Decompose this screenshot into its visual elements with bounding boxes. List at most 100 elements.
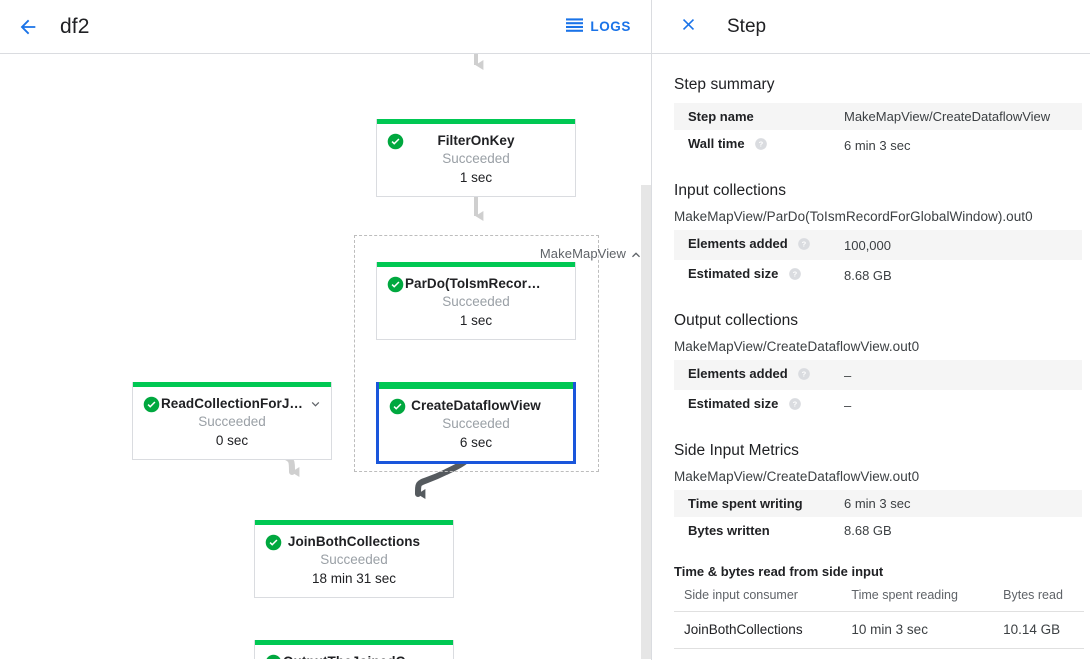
row-value: 8.68 GB bbox=[844, 267, 892, 283]
input-collections-table: Elements added ? 100,000 Estimated size … bbox=[674, 230, 1082, 290]
node-title: ReadCollectionForJoin bbox=[161, 396, 310, 411]
column-header-time-spent-reading[interactable]: Time spent reading bbox=[841, 581, 994, 612]
side-input-collection-name: MakeMapView/CreateDataflowView.out0 bbox=[674, 469, 920, 484]
node-status: Succeeded bbox=[442, 151, 510, 166]
svg-text:?: ? bbox=[802, 370, 807, 379]
row-key: Time spent writing bbox=[688, 496, 803, 511]
canvas-vertical-scrollbar[interactable] bbox=[641, 185, 651, 659]
section-heading-side-input-metrics: Side Input Metrics bbox=[674, 442, 799, 459]
back-button[interactable] bbox=[10, 9, 46, 45]
row-value: MakeMapView/CreateDataflowView bbox=[844, 109, 1051, 124]
side-input-consumer-table: Side input consumer Time spent reading B… bbox=[674, 581, 1084, 649]
node-title: ParDo(ToIsmRecordFor… bbox=[405, 276, 565, 291]
group-make-map-view[interactable] bbox=[354, 235, 599, 472]
row-value: 6 min 3 sec bbox=[844, 496, 911, 511]
graph-node-read-collection-for-join[interactable]: ReadCollectionForJoin Succeeded 0 sec bbox=[132, 382, 332, 460]
output-collections-table: Elements added ? – Estimated size ? – bbox=[674, 360, 1082, 420]
check-circle-icon bbox=[265, 654, 282, 659]
help-icon[interactable]: ? bbox=[797, 237, 811, 254]
graph-node-create-dataflow-view[interactable]: CreateDataflowView Succeeded 6 sec bbox=[376, 382, 576, 464]
node-status-stripe bbox=[255, 640, 453, 645]
table-body: JoinBothCollections 10 min 3 sec 10.14 G… bbox=[674, 611, 1084, 649]
job-graph-canvas[interactable]: MakeMapView FilterOnKey Succeeded 1 sec bbox=[0, 54, 651, 659]
graph-node-join-both-collections[interactable]: JoinBothCollections Succeeded 18 min 31 … bbox=[254, 520, 454, 598]
node-duration: 6 sec bbox=[459, 435, 493, 450]
help-icon[interactable]: ? bbox=[754, 137, 768, 154]
help-icon[interactable]: ? bbox=[788, 397, 802, 414]
logs-button-label: LOGS bbox=[590, 19, 631, 34]
node-body: CreateDataflowView Succeeded 6 sec bbox=[379, 389, 573, 461]
node-body: OutputTheJoinedCollec… Succeeded 18 sec bbox=[255, 645, 453, 659]
node-duration: 0 sec bbox=[215, 433, 249, 448]
row-key-label: Estimated size bbox=[688, 396, 779, 411]
node-status: Succeeded bbox=[442, 294, 510, 309]
section-heading-step-summary: Step summary bbox=[674, 76, 775, 93]
node-status-stripe bbox=[377, 262, 575, 267]
row-value: 6 min 3 sec bbox=[844, 137, 911, 153]
row-key-label: Elements added bbox=[688, 366, 788, 381]
row-key: Estimated size ? bbox=[674, 260, 844, 290]
svg-text:?: ? bbox=[793, 270, 798, 279]
row-key: Wall time ? bbox=[674, 130, 844, 160]
row-value: 8.68 GB bbox=[844, 523, 892, 538]
side-input-metrics-table: Time spent writing 6 min 3 sec Bytes wri… bbox=[674, 490, 1082, 544]
svg-text:?: ? bbox=[793, 400, 798, 409]
table-row: Step name MakeMapView/CreateDataflowView bbox=[674, 103, 1082, 130]
node-body: FilterOnKey Succeeded 1 sec bbox=[377, 124, 575, 196]
top-bar: df2 LOGS bbox=[0, 0, 651, 54]
job-graph-pane: df2 LOGS bbox=[0, 0, 652, 660]
node-body: ReadCollectionForJoin Succeeded 0 sec bbox=[133, 387, 331, 459]
cell-consumer-name: JoinBothCollections bbox=[674, 611, 842, 649]
node-body: ParDo(ToIsmRecordFor… Succeeded 1 sec bbox=[377, 267, 575, 339]
table-row: Time spent writing 6 min 3 sec bbox=[674, 490, 1082, 517]
table-row: JoinBothCollections 10 min 3 sec 10.14 G… bbox=[674, 611, 1084, 649]
cell-time-spent-reading: 10 min 3 sec bbox=[841, 611, 994, 649]
chevron-up-icon[interactable] bbox=[628, 247, 644, 268]
row-value: 100,000 bbox=[844, 237, 891, 253]
node-title: OutputTheJoinedCollec… bbox=[265, 653, 443, 659]
node-status: Succeeded bbox=[442, 416, 510, 431]
logs-button[interactable]: LOGS bbox=[560, 12, 637, 41]
step-details-panel: Step Step summary Step name MakeMapView/… bbox=[652, 0, 1090, 660]
column-header-side-input-consumer[interactable]: Side input consumer bbox=[674, 581, 842, 612]
node-status-stripe bbox=[255, 520, 453, 525]
check-circle-icon bbox=[143, 396, 160, 418]
output-collection-name: MakeMapView/CreateDataflowView.out0 bbox=[674, 339, 920, 354]
node-status: Succeeded bbox=[198, 414, 266, 429]
table-row: Estimated size ? – bbox=[674, 390, 1082, 420]
graph-node-output-the-joined-collection[interactable]: OutputTheJoinedCollec… Succeeded 18 sec bbox=[254, 640, 454, 659]
row-value: – bbox=[844, 397, 852, 413]
graph-node-filter-on-key[interactable]: FilterOnKey Succeeded 1 sec bbox=[376, 119, 576, 197]
row-key-label: Estimated size bbox=[688, 266, 779, 281]
help-icon[interactable]: ? bbox=[788, 267, 802, 284]
table-row: Elements added ? – bbox=[674, 360, 1082, 390]
list-icon bbox=[566, 18, 584, 35]
table-head: Side input consumer Time spent reading B… bbox=[674, 581, 1084, 612]
node-status-stripe bbox=[377, 119, 575, 124]
step-summary-table: Step name MakeMapView/CreateDataflowView… bbox=[674, 103, 1082, 160]
close-icon bbox=[679, 15, 698, 39]
node-duration: 18 min 31 sec bbox=[311, 571, 397, 586]
panel-title: Step bbox=[727, 15, 767, 37]
graph-node-pardo-to-ism-record[interactable]: ParDo(ToIsmRecordFor… Succeeded 1 sec bbox=[376, 262, 576, 340]
close-button[interactable] bbox=[674, 13, 702, 41]
column-header-bytes-read[interactable]: Bytes read bbox=[993, 581, 1084, 612]
check-circle-icon bbox=[389, 398, 406, 420]
check-circle-icon bbox=[265, 534, 282, 556]
node-status: Succeeded bbox=[320, 552, 388, 567]
chevron-down-icon[interactable] bbox=[308, 397, 323, 417]
node-title: CreateDataflowView bbox=[411, 398, 541, 413]
panel-content: Step summary Step name MakeMapView/Creat… bbox=[652, 54, 1090, 649]
node-title: JoinBothCollections bbox=[287, 534, 421, 549]
row-value: – bbox=[844, 367, 852, 383]
table-row: Elements added ? 100,000 bbox=[674, 230, 1082, 260]
group-label: MakeMapView bbox=[539, 246, 626, 261]
row-key-label: Wall time bbox=[688, 136, 745, 151]
table-row: Bytes written 8.68 GB bbox=[674, 517, 1082, 544]
table-row: Wall time ? 6 min 3 sec bbox=[674, 130, 1082, 160]
table-header-row: Side input consumer Time spent reading B… bbox=[674, 581, 1084, 612]
node-body: JoinBothCollections Succeeded 18 min 31 … bbox=[255, 525, 453, 597]
help-icon[interactable]: ? bbox=[797, 367, 811, 384]
input-collection-name: MakeMapView/ParDo(ToIsmRecordForGlobalWi… bbox=[674, 209, 1033, 224]
